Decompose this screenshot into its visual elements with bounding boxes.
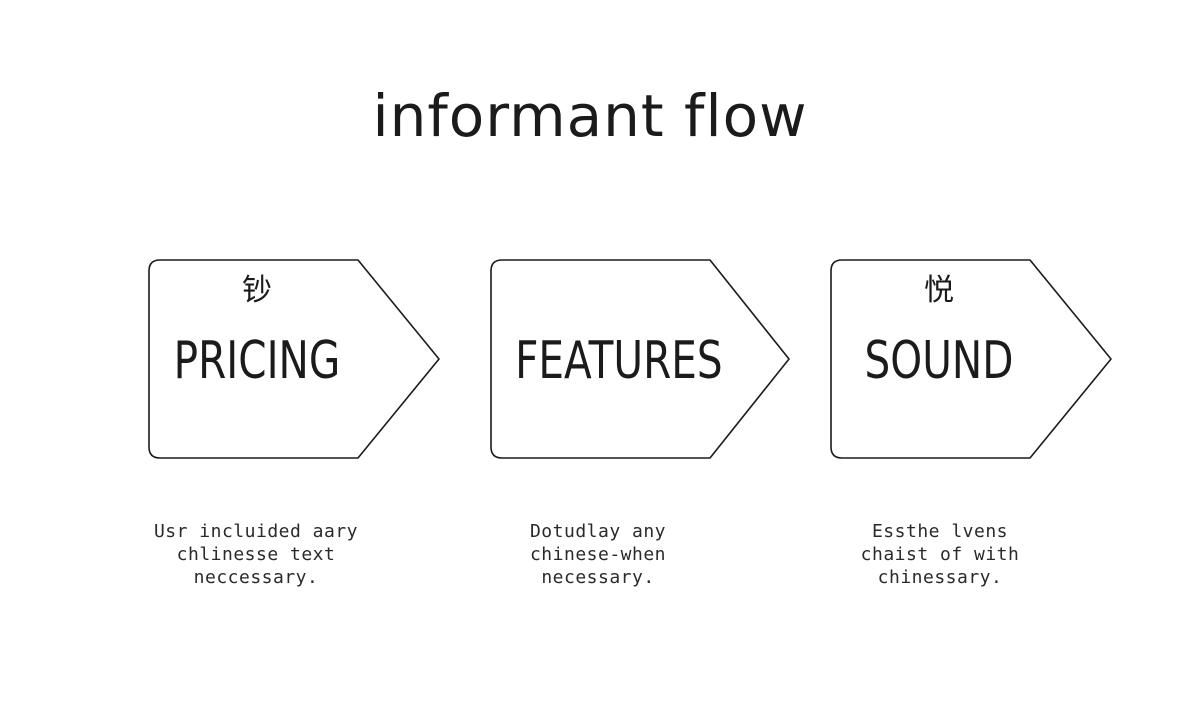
step-glyph: 钞 <box>242 273 272 308</box>
arrow-shape <box>830 259 1112 459</box>
description-line: Usr incluided aary <box>153 521 359 542</box>
description-line: chaist of with <box>860 544 1020 565</box>
step-description-features: Dotudlay any chinese-when necessary. <box>448 520 748 589</box>
description-line: chinese-when <box>529 544 667 565</box>
step-glyph: 悦 <box>924 273 954 308</box>
step-label: PRICING <box>173 331 341 391</box>
description-line: chlinesse text <box>176 544 336 565</box>
step-label: FEATURES <box>515 331 723 391</box>
description-line: necessary. <box>541 567 655 588</box>
flow-step-pricing: 钞 PRICING <box>148 259 443 459</box>
diagram-title: informant flow <box>372 82 808 150</box>
description-line: Dotudlay any <box>529 521 667 542</box>
flow-step-features: FEATURES <box>490 259 790 459</box>
step-description-sound: Essthe lvens chaist of with chinessary. <box>790 520 1090 589</box>
description-line: chinessary. <box>877 567 1003 588</box>
description-line: Essthe lvens <box>871 521 1009 542</box>
arrow-shape <box>490 259 790 459</box>
description-line: neccessary. <box>193 567 319 588</box>
step-description-pricing: Usr incluided aary chlinesse text necces… <box>106 520 406 589</box>
flow-step-sound: 悦 SOUND <box>830 259 1125 459</box>
step-label: SOUND <box>864 331 1014 391</box>
arrow-shape <box>148 259 440 459</box>
